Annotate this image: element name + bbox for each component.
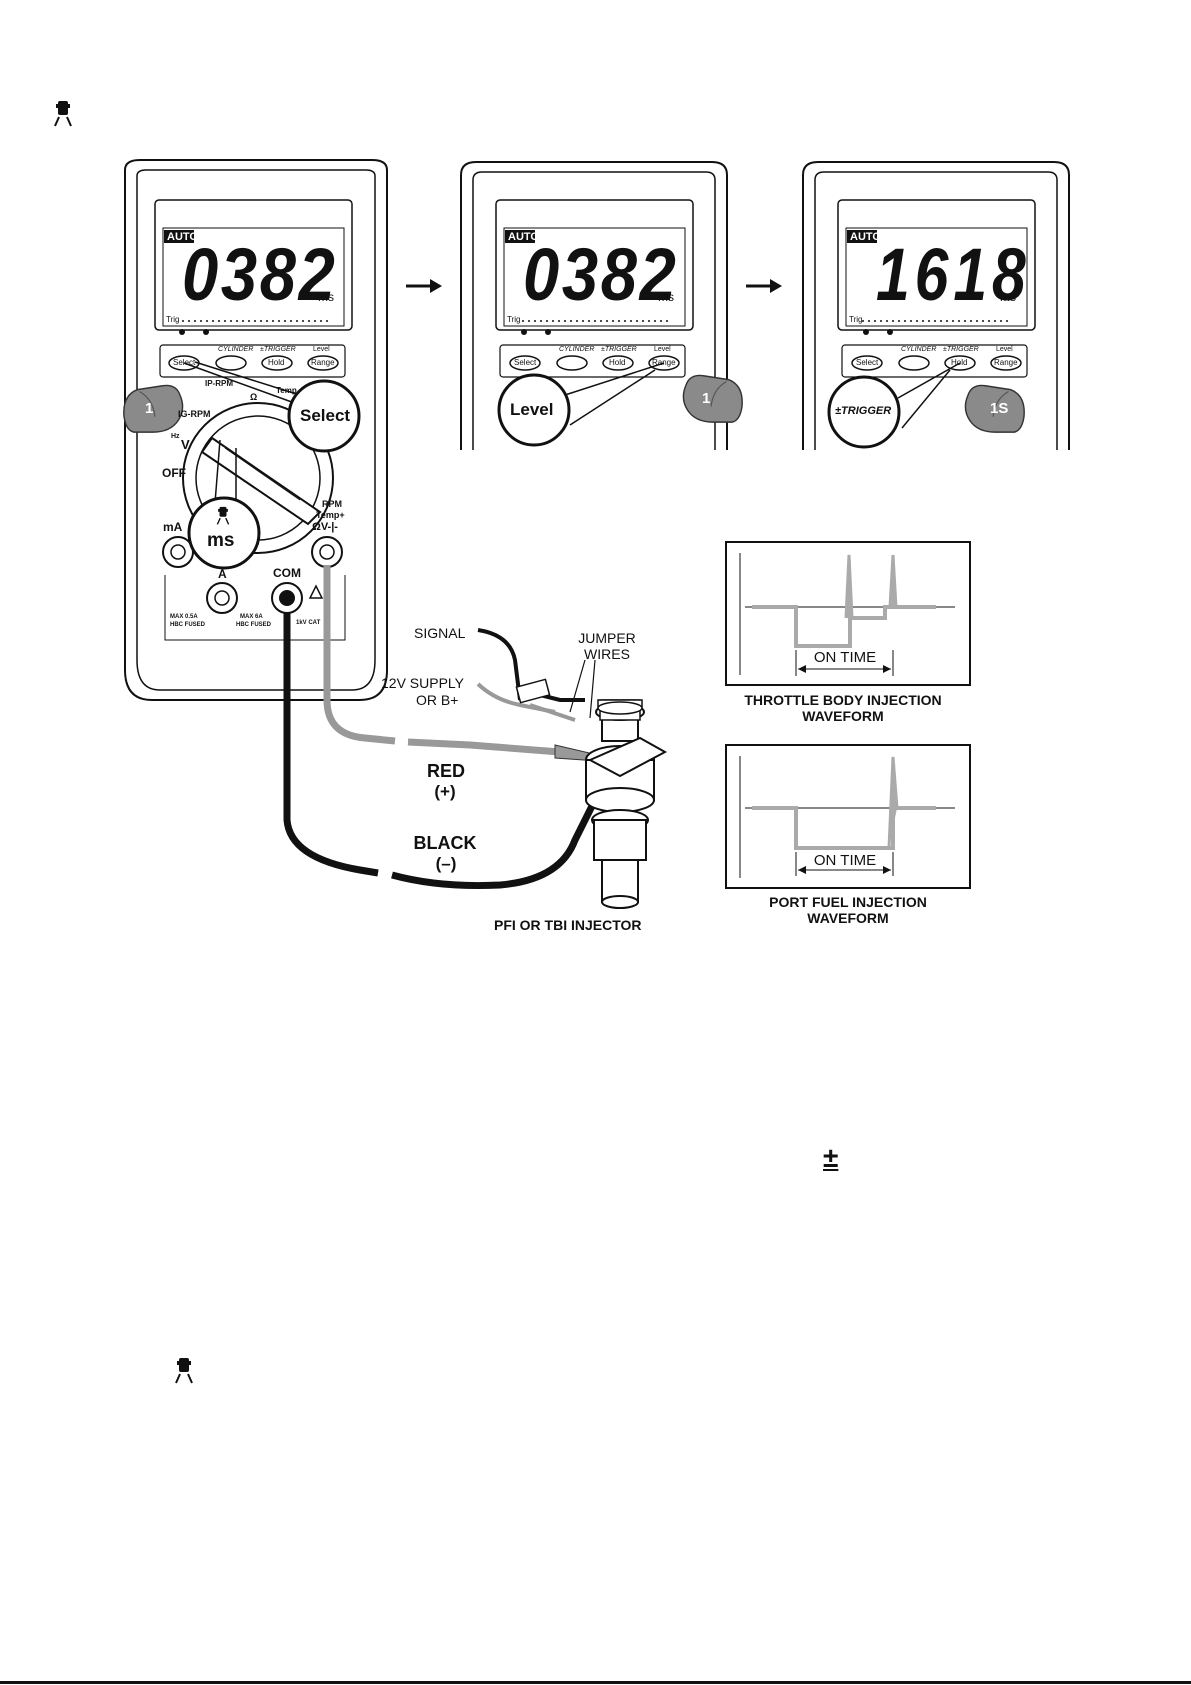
trigger-label: ±TRIGGER xyxy=(260,346,296,353)
level-label: Level xyxy=(654,346,671,353)
lcd-unit: ms xyxy=(318,290,334,304)
trigger-label: ±TRIGGER xyxy=(943,346,979,353)
lcd-unit: ms xyxy=(658,290,674,304)
select-button: Select xyxy=(173,358,196,367)
finger-press-icon xyxy=(682,374,743,423)
trigger-callout: ±TRIGGER xyxy=(835,405,892,417)
fused-label-1: HBC FUSED xyxy=(170,622,206,628)
select-button: Select xyxy=(856,358,879,367)
supply-label-line1: 12V SUPPLY xyxy=(381,675,465,691)
dial-off: OFF xyxy=(162,466,186,480)
trig-label: Trig xyxy=(166,315,180,324)
waveform-port-fuel xyxy=(725,744,971,889)
auto-indicator: AUTO xyxy=(167,231,198,243)
trig-label: Trig xyxy=(507,315,521,324)
on-time-label: ON TIME xyxy=(813,649,877,666)
waveform-throttle-body xyxy=(725,541,971,686)
supply-label-line2: OR B+ xyxy=(416,692,459,708)
dial-hz: Hz xyxy=(171,433,180,440)
page-bottom-rule xyxy=(0,1681,1191,1684)
dial-ig-rpm: IG-RPM xyxy=(178,409,211,419)
arrow-right-icon xyxy=(744,277,784,295)
auto-indicator: AUTO xyxy=(508,231,539,243)
lcd-reading: 0382 xyxy=(523,233,679,316)
ma-label: mA xyxy=(163,520,183,534)
arrow-right-icon xyxy=(404,277,444,295)
lcd-reading: 1618 xyxy=(876,233,1031,316)
cat-label: 1kV CAT xyxy=(296,620,321,626)
max-a-label: MAX 6A xyxy=(240,614,263,620)
red-lead-sign: (+) xyxy=(434,782,456,801)
meter-3 xyxy=(802,161,1070,450)
test-setup xyxy=(283,565,668,909)
cylinder-label: CYLINDER xyxy=(901,346,937,353)
hold-button: Hold xyxy=(951,358,968,367)
black-lead-sign: (–) xyxy=(435,854,457,873)
level-label: Level xyxy=(996,346,1013,353)
level-callout: Level xyxy=(510,400,554,419)
on-time-label: ON TIME xyxy=(813,852,877,869)
meter-2 xyxy=(460,161,743,450)
com-label: COM xyxy=(273,566,301,580)
max-ma-label: MAX 0.5A xyxy=(170,614,198,620)
dial-ohm: Ω xyxy=(250,392,258,402)
range-button: Range xyxy=(311,358,335,367)
injector-label: PFI OR TBI INJECTOR xyxy=(494,917,642,933)
temp-plus-label: Temp+ xyxy=(316,510,345,520)
dial-ip-rpm: IP-RPM xyxy=(205,379,233,388)
step-badge: 1S xyxy=(990,400,1009,417)
trigger-label: ±TRIGGER xyxy=(601,346,637,353)
injector-icon xyxy=(54,100,72,127)
meter-1 xyxy=(123,159,388,701)
fused-label-2: HBC FUSED xyxy=(236,622,272,628)
cylinder-label: CYLINDER xyxy=(559,346,595,353)
hold-button: Hold xyxy=(609,358,626,367)
rpm-label: RPM xyxy=(322,499,342,509)
black-lead-label: BLACK xyxy=(413,833,477,853)
cylinder-label: CYLINDER xyxy=(218,346,254,353)
injector-icon xyxy=(175,1357,193,1384)
range-button: Range xyxy=(652,358,676,367)
ohm-v-label: ΩV-|- xyxy=(312,521,338,533)
waveform-title: THROTTLE BODY INJECTION xyxy=(744,692,942,708)
ms-callout: ms xyxy=(207,530,235,551)
trig-label: Trig xyxy=(849,315,863,324)
select-button: Select xyxy=(514,358,537,367)
select-callout: Select xyxy=(300,406,351,425)
signal-label: SIGNAL xyxy=(414,625,466,641)
plus-minus-symbol: ± xyxy=(823,1142,839,1173)
lcd-unit: ms xyxy=(1000,290,1016,304)
waveform-title: PORT FUEL INJECTION xyxy=(769,894,927,910)
red-lead-label: RED xyxy=(426,761,466,781)
step-badge: 1 xyxy=(145,400,154,417)
waveform-title-2: WAVEFORM xyxy=(802,708,884,724)
lcd-reading: 0382 xyxy=(182,233,338,316)
range-button: Range xyxy=(994,358,1018,367)
hold-button: Hold xyxy=(268,358,285,367)
auto-indicator: AUTO xyxy=(850,231,881,243)
dial-temp: Temp xyxy=(276,386,297,395)
dial-v: V xyxy=(181,437,190,452)
step-badge: 1 xyxy=(702,390,711,407)
waveform-title-2: WAVEFORM xyxy=(807,910,889,926)
a-label: A xyxy=(218,567,227,581)
jumper-label-line2: WIRES xyxy=(584,646,630,662)
jumper-label-line1: JUMPER xyxy=(578,630,636,646)
level-label: Level xyxy=(313,346,330,353)
